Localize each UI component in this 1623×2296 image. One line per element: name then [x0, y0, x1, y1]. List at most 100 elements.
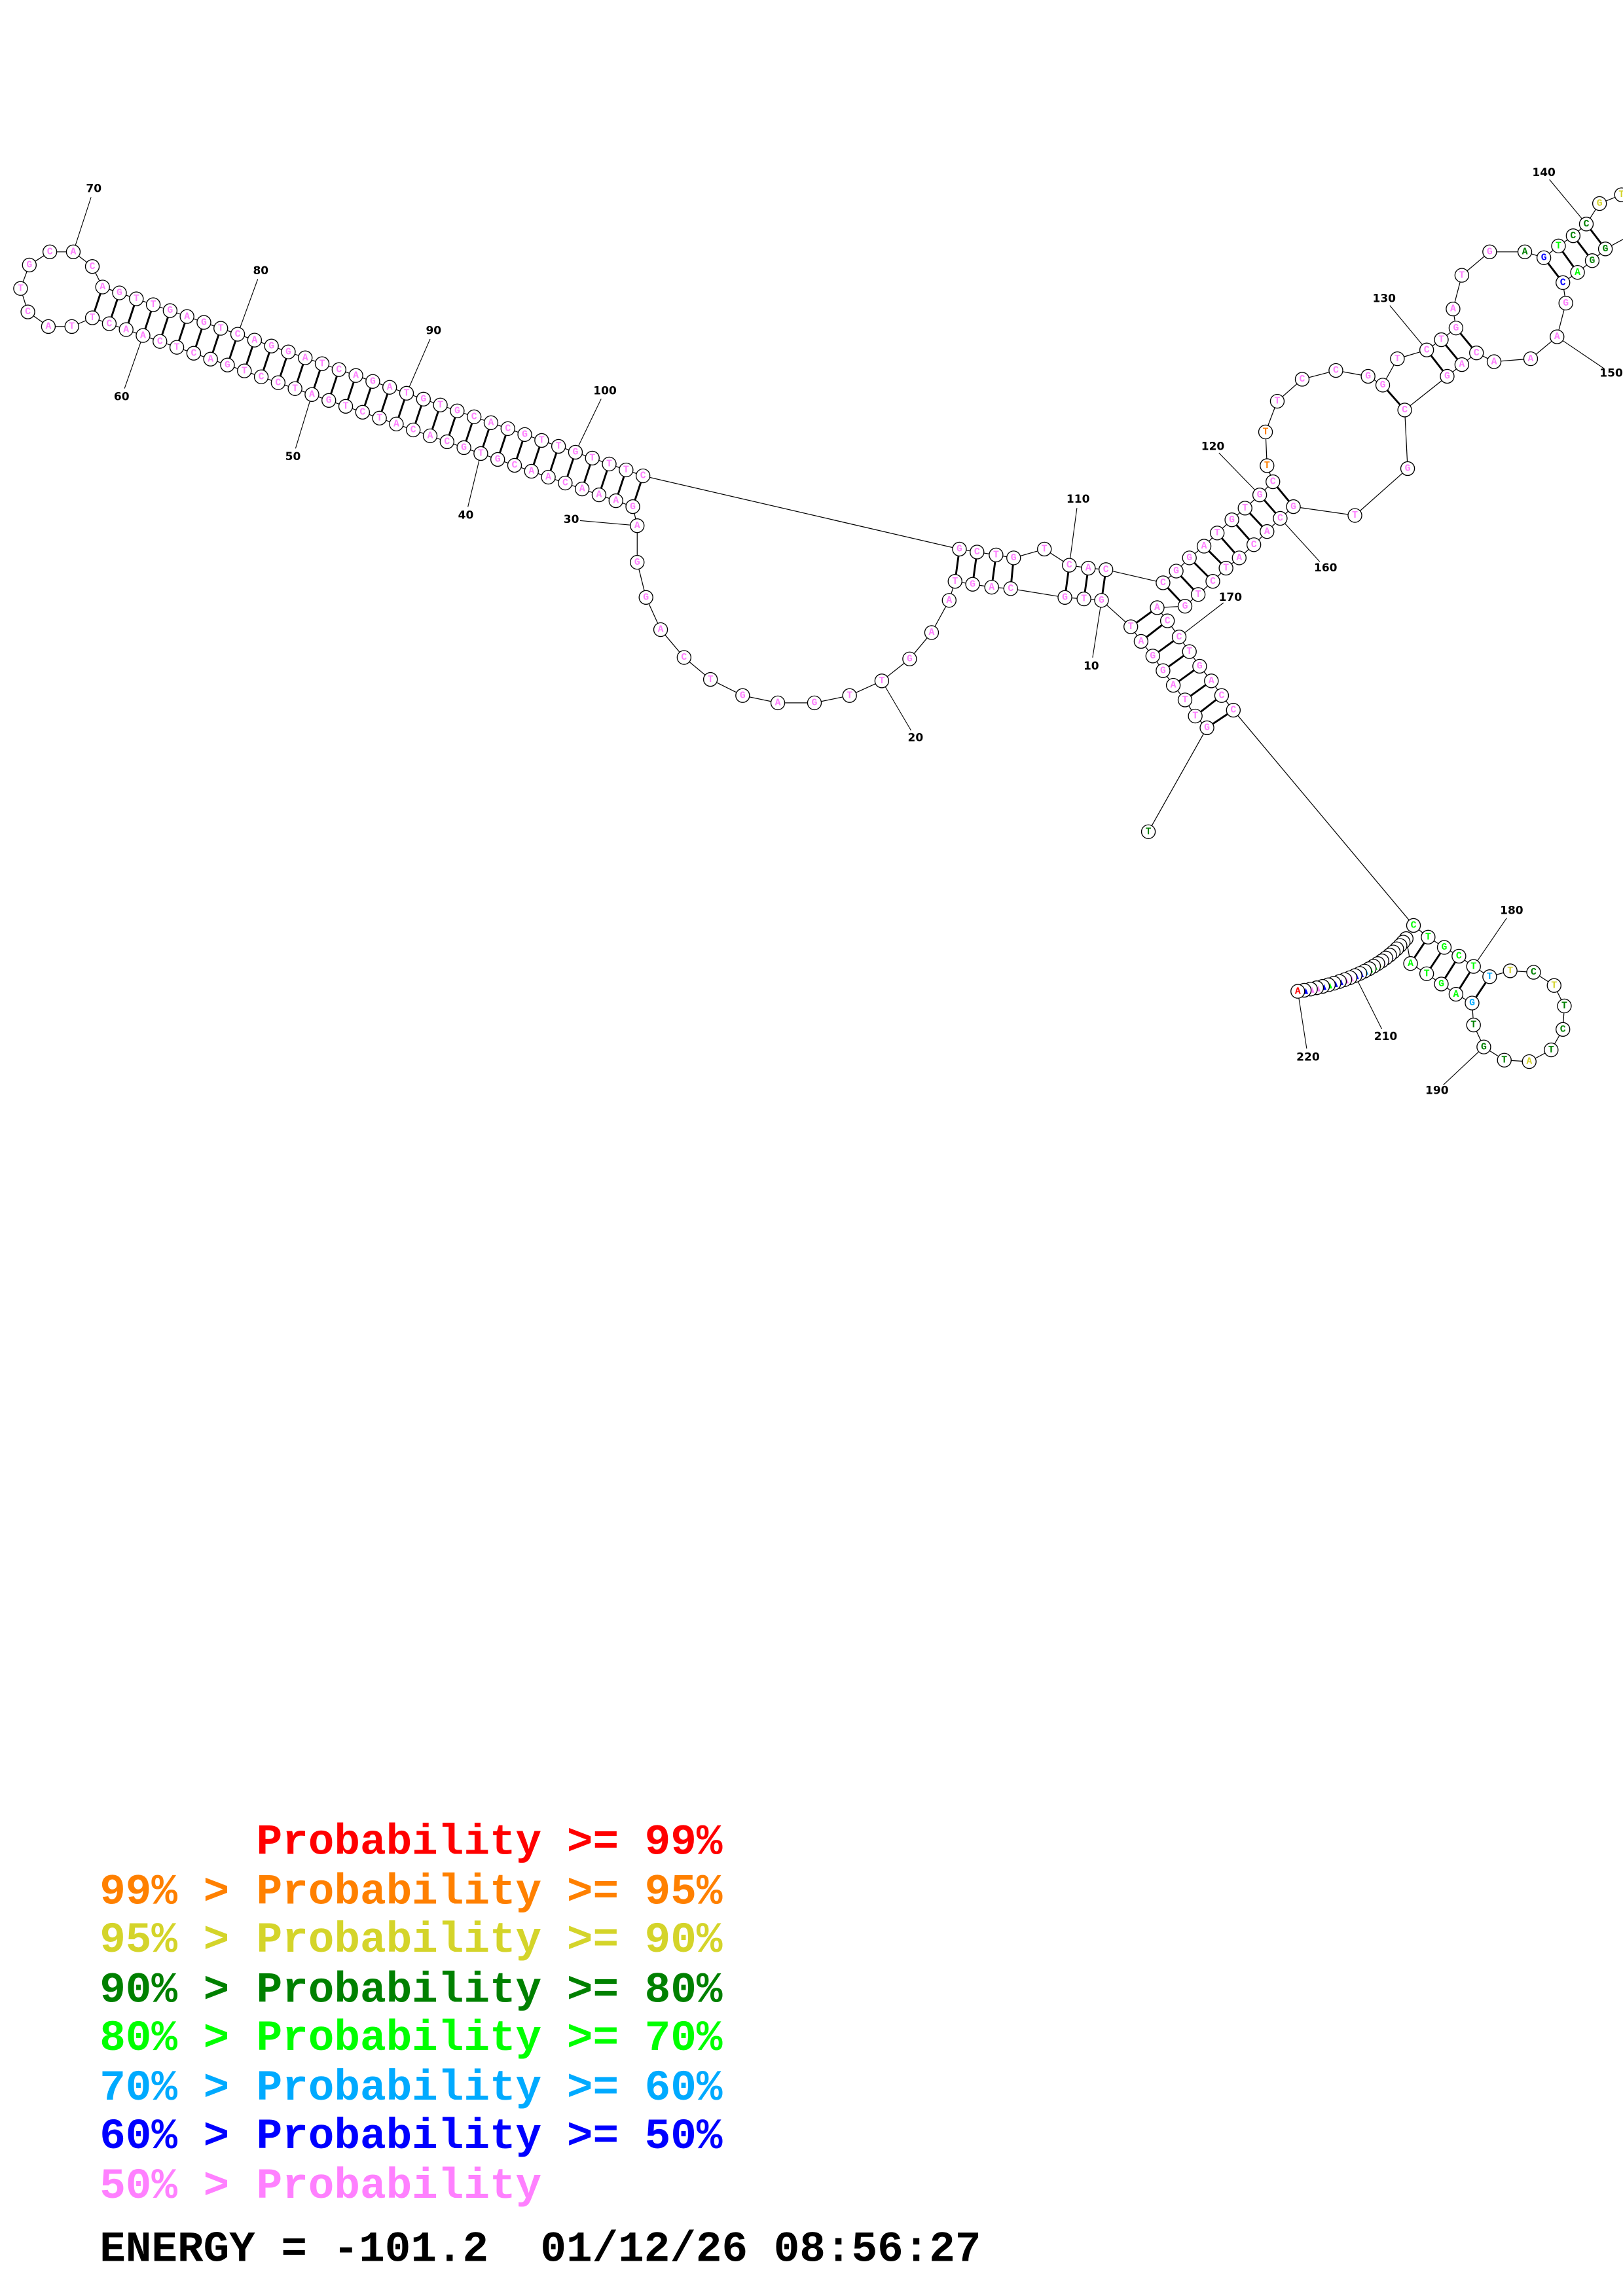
- position-label-130: 130: [1373, 292, 1396, 305]
- nucleotide-letter: G: [573, 448, 579, 458]
- nucleotide-circle: [1076, 591, 1091, 607]
- nucleotide-circle: [1451, 948, 1467, 964]
- nucleotide-18: A: [924, 625, 939, 640]
- base-pair-bond: [549, 452, 558, 471]
- position-tick-line: [1562, 340, 1605, 369]
- nucleotide-circle: [456, 440, 471, 456]
- nucleotide-letter: T: [134, 294, 139, 304]
- nucleotide-4: T: [1177, 692, 1193, 708]
- nucleotide-letter: A: [1171, 681, 1176, 691]
- nucleotide-letter: A: [302, 353, 308, 363]
- nucleotide-letter: T: [1470, 1020, 1476, 1031]
- nucleotide-circle: [1556, 1022, 1571, 1037]
- nucleotide-circle: [1226, 702, 1241, 718]
- nucleotide-circle: [1570, 264, 1585, 280]
- nucleotide-letter: C: [1277, 514, 1283, 524]
- nucleotide-11: T: [1076, 591, 1091, 607]
- nucleotide-154: A: [1454, 357, 1470, 372]
- nucleotide-letter: A: [946, 596, 952, 606]
- nucleotide-170: C: [1171, 630, 1187, 645]
- nucleotide-circle: [500, 421, 515, 437]
- nucleotide-78: G: [196, 315, 211, 330]
- nucleotide-circle: [1290, 984, 1305, 999]
- nucleotide-circle: [331, 362, 346, 377]
- nucleotide-69: C: [42, 244, 58, 259]
- nucleotide-125: C: [1294, 372, 1310, 387]
- nucleotide-circle: [1199, 720, 1214, 736]
- position-label-90: 90: [426, 325, 441, 338]
- base-pair-bond: [1235, 524, 1250, 541]
- nucleotide-133: A: [1446, 301, 1461, 317]
- nucleotide-circle: [1419, 966, 1434, 981]
- nucleotide-51: T: [287, 381, 302, 396]
- base-pair-bond: [1194, 562, 1209, 577]
- nucleotide-6: G: [1156, 663, 1171, 678]
- nucleotide-circle: [1565, 228, 1581, 243]
- nucleotide-108: G: [1006, 550, 1021, 565]
- nucleotide-196: A: [1403, 956, 1418, 971]
- nucleotide-circle: [230, 327, 246, 342]
- nucleotide-circle: [321, 393, 337, 408]
- nucleotide-176: C: [1406, 918, 1421, 933]
- nucleotide-60: A: [136, 328, 151, 343]
- nucleotide-letter: A: [613, 496, 619, 507]
- base-pair-bond: [566, 458, 575, 477]
- base-pair-bond: [330, 376, 338, 395]
- nucleotide-letter: T: [993, 550, 999, 561]
- nucleotide-circle: [591, 487, 607, 503]
- nucleotide-letter: C: [1230, 706, 1236, 716]
- nucleotide-circle: [1273, 511, 1288, 526]
- base-pair-bond: [380, 393, 389, 412]
- nucleotide-circle: [1252, 488, 1267, 503]
- nucleotide-173: A: [1204, 673, 1219, 689]
- nucleotide-circle: [372, 410, 387, 426]
- backbone: [20, 194, 1623, 1062]
- nucleotide-letter: C: [681, 653, 687, 663]
- nucleotide-circle: [653, 622, 668, 637]
- nucleotide-26: C: [676, 650, 692, 665]
- nucleotide-letter: T: [404, 388, 410, 399]
- nucleotide-141: G: [1592, 196, 1607, 211]
- nucleotide-letter: T: [242, 366, 247, 376]
- legend-label: Probability: [257, 1965, 542, 2015]
- nucleotide-28: G: [638, 590, 653, 605]
- nucleotide-circle: [1454, 268, 1470, 283]
- nucleotide-98: T: [534, 433, 549, 448]
- nucleotide-circle: [95, 279, 110, 295]
- nucleotide-letter: G: [740, 691, 746, 701]
- nucleotide-57: C: [186, 346, 202, 361]
- nucleotide-letter: G: [495, 455, 501, 465]
- position-tick-line: [579, 520, 630, 526]
- nucleotide-92: T: [433, 397, 448, 413]
- nucleotide-120: G: [1252, 488, 1267, 503]
- nucleotide-circle: [1347, 508, 1362, 523]
- nucleotide-124: T: [1269, 393, 1285, 409]
- nucleotide-letter: G: [1150, 651, 1156, 662]
- nucleotide-151: A: [1523, 351, 1539, 367]
- energy-timestamp: ENERGY = -101.2 01/12/26 08:56:27: [100, 2225, 981, 2274]
- nucleotide-letter: T: [589, 454, 595, 464]
- nucleotide-circle: [1177, 599, 1193, 614]
- nucleotide-letter: G: [643, 592, 649, 603]
- nucleotide-140: C: [1578, 217, 1594, 232]
- nucleotide-letter: G: [907, 654, 913, 664]
- nucleotide-letter: A: [1453, 990, 1459, 1000]
- nucleotide-letter: G: [167, 306, 173, 316]
- nucleotide-3: T: [1188, 708, 1203, 724]
- base-pair-bond: [1459, 332, 1473, 348]
- nucleotide-123: T: [1258, 424, 1273, 440]
- nucleotide-circle: [1486, 354, 1502, 369]
- base-pair-bond: [363, 387, 372, 406]
- nucleotide-circle: [1224, 512, 1239, 528]
- legend-suffix: >= 95%: [567, 1867, 723, 1916]
- nucleotide-letter: T: [343, 401, 349, 412]
- nucleotide-43: A: [422, 428, 438, 444]
- nucleotide-circle: [989, 547, 1004, 563]
- nucleotide-letter: C: [1008, 584, 1013, 594]
- position-label-30: 30: [564, 513, 579, 526]
- nucleotide-letter: T: [1438, 335, 1444, 346]
- nucleotide-circle: [298, 350, 313, 365]
- position-label-70: 70: [86, 183, 101, 196]
- nucleotide-111: A: [1081, 560, 1096, 576]
- nucleotide-letter: T: [174, 342, 180, 353]
